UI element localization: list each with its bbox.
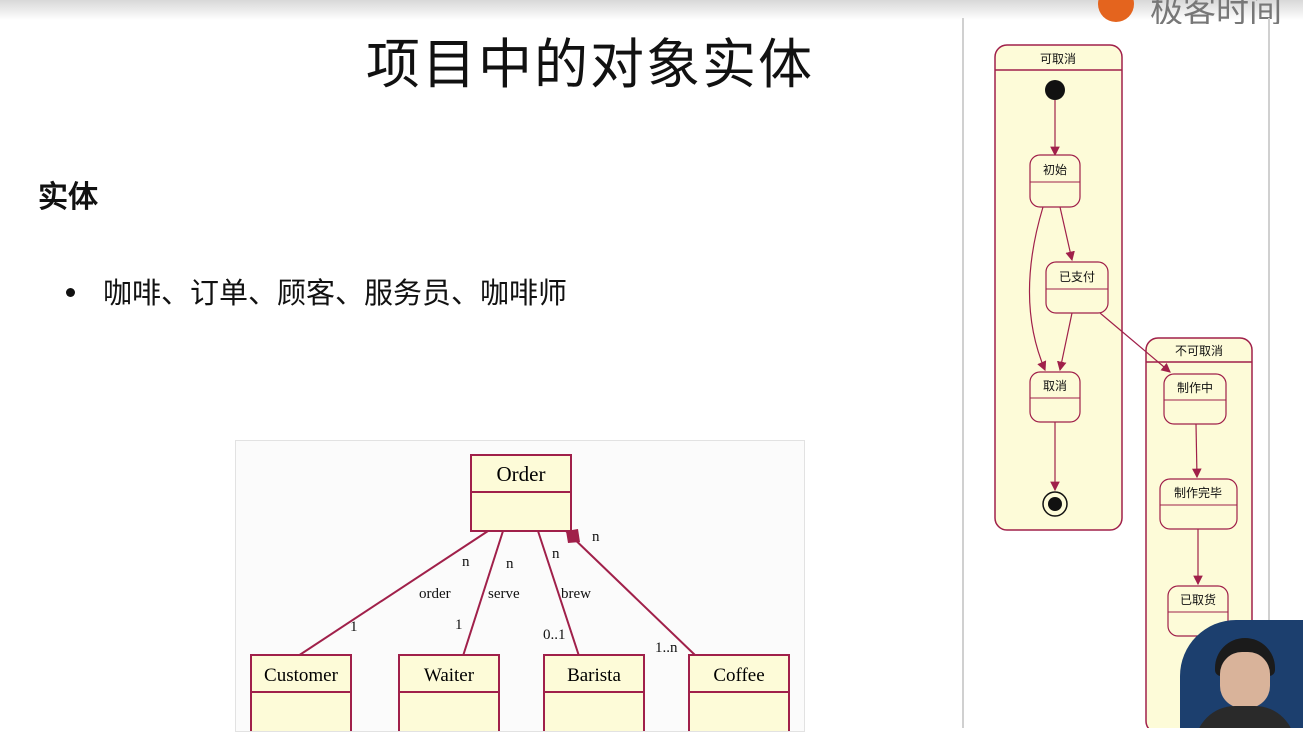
state-paid-label: 已支付 [1059, 270, 1095, 284]
state-made: 制作完毕 [1159, 478, 1238, 530]
assoc-brew-label: brew [561, 586, 591, 602]
bullet-item: 咖啡、订单、顾客、服务员、咖啡师 [66, 270, 567, 312]
state-initial-label: 初始 [1043, 163, 1067, 177]
class-order-name: Order [497, 462, 546, 486]
assoc-serve-label: serve [488, 586, 520, 602]
composite-cancelable: 可取消 [994, 44, 1123, 531]
mult-waiter: 1 [455, 617, 463, 633]
state-making-label: 制作中 [1177, 380, 1213, 395]
composition-diamond [566, 529, 580, 543]
class-coffee-name: Coffee [713, 665, 764, 686]
logo-icon [1098, 0, 1134, 22]
state-taken-label: 已取货 [1180, 592, 1216, 607]
top-bar [0, 0, 1303, 20]
state-cancelled-label: 取消 [1043, 379, 1067, 393]
composite-noncancelable-label: 不可取消 [1175, 344, 1223, 358]
state-initial: 初始 [1029, 154, 1081, 208]
mult-order-side-4: n [592, 529, 600, 545]
class-barista-name: Barista [567, 665, 621, 686]
class-diagram-panel: Order Customer Waiter Barista Coffee n n… [235, 440, 805, 732]
class-barista: Barista [543, 654, 645, 731]
divider-left [962, 18, 964, 728]
state-paid: 已支付 [1045, 261, 1109, 314]
initial-state-icon [1045, 80, 1065, 100]
presenter-body [1195, 706, 1295, 728]
slide-title: 项目中的对象实体 [366, 33, 814, 96]
mult-order-side-1: n [462, 554, 470, 570]
class-order: Order [470, 454, 572, 532]
final-state-icon [1042, 491, 1068, 517]
presenter-webcam [1180, 620, 1303, 728]
assoc-order-label: order [419, 586, 451, 602]
mult-customer: 1 [350, 619, 358, 635]
class-coffee: Coffee [688, 654, 790, 731]
class-customer-name: Customer [264, 665, 339, 686]
mult-coffee: 1..n [655, 640, 678, 656]
logo-text: 极客时间 [1150, 0, 1282, 24]
class-customer: Customer [250, 654, 352, 731]
composite-cancelable-label: 可取消 [1040, 52, 1076, 66]
class-diagram: Order Customer Waiter Barista Coffee n n… [250, 454, 790, 731]
state-cancelled: 取消 [1029, 371, 1081, 423]
bullet-text: 咖啡、订单、顾客、服务员、咖啡师 [103, 276, 568, 310]
class-waiter: Waiter [398, 654, 500, 731]
mult-order-side-2: n [506, 556, 514, 572]
class-waiter-name: Waiter [424, 665, 475, 686]
geektime-logo: 极客时间 [1098, 0, 1303, 24]
state-making: 制作中 [1163, 373, 1227, 425]
divider-right [1268, 18, 1270, 728]
section-heading: 实体 [38, 180, 98, 215]
state-made-label: 制作完毕 [1174, 485, 1222, 500]
mult-order-side-3: n [552, 546, 560, 562]
bullet-dot-icon [66, 287, 75, 297]
presenter-face [1220, 652, 1270, 708]
mult-barista: 0..1 [543, 627, 566, 643]
